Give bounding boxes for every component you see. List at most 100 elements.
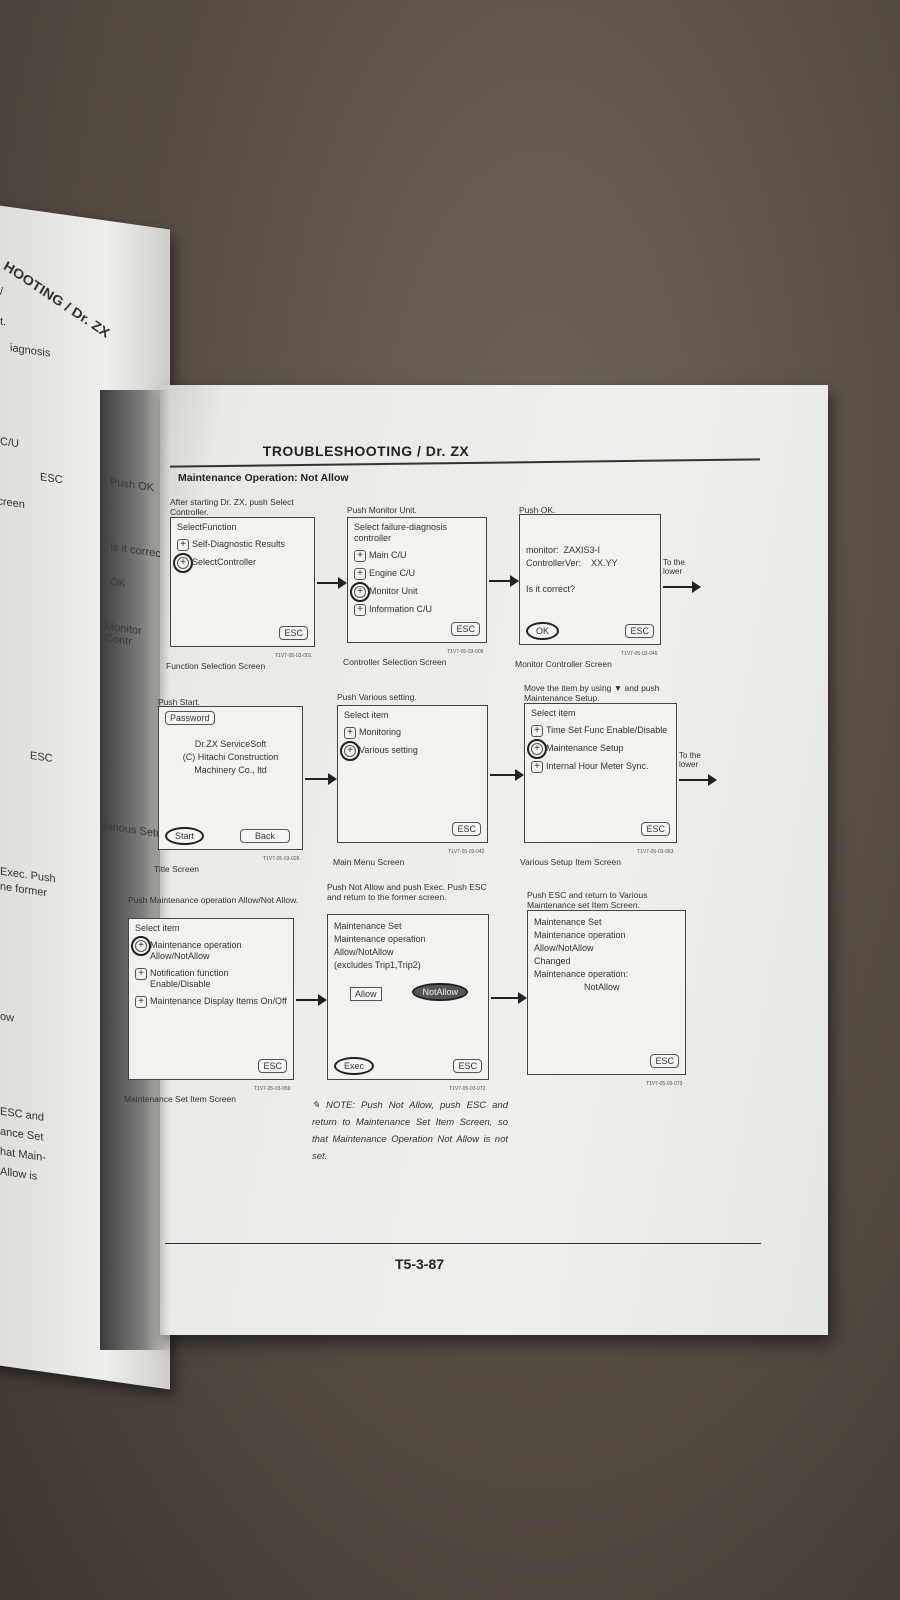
arrow-right-icon bbox=[305, 773, 337, 785]
menu-item[interactable]: +Various setting bbox=[340, 741, 481, 761]
screen-text-line: Changed bbox=[534, 956, 571, 966]
figure-code: T1V7-05-03-069 bbox=[254, 1086, 291, 1092]
screen-text-line: Allow/NotAllow bbox=[334, 947, 394, 957]
left-page-text: ne former bbox=[0, 880, 48, 900]
note: ✎ NOTE: Push Not Allow, push ESC and ret… bbox=[312, 1097, 508, 1165]
menu-item-label: Maintenance Setup bbox=[546, 743, 624, 753]
figure-code: T1V7-05-03-009 bbox=[447, 649, 484, 655]
screen-caption: Monitor Controller Screen bbox=[515, 659, 612, 669]
plus-icon[interactable]: + bbox=[340, 741, 360, 761]
menu-item[interactable]: +Notification function Enable/Disable bbox=[135, 968, 287, 990]
menu-item[interactable]: +SelectController bbox=[173, 553, 308, 573]
esc-button[interactable]: ESC bbox=[625, 624, 654, 638]
menu-item-label: Maintenance operation Allow/NotAllow bbox=[150, 940, 242, 961]
menu-item[interactable]: +Maintenance operation Allow/NotAllow bbox=[131, 936, 287, 962]
panel-instruction: Move the item by using ▼ and push Mainte… bbox=[524, 683, 660, 703]
plus-icon[interactable]: + bbox=[135, 996, 147, 1008]
page-header-title: TROUBLESHOOTING / Dr. ZX bbox=[262, 443, 470, 459]
plus-icon[interactable]: + bbox=[350, 582, 370, 602]
menu-item[interactable]: +Maintenance Display Items On/Off bbox=[135, 996, 287, 1008]
menu-item-label: Various setting bbox=[359, 745, 418, 755]
pencil-icon: ✎ bbox=[312, 1100, 320, 1111]
plus-icon[interactable]: + bbox=[354, 568, 366, 580]
screen-caption: Main Menu Screen bbox=[333, 857, 405, 867]
back-button[interactable]: Back bbox=[239, 829, 290, 843]
figure-code: T1V7-05-03-072 bbox=[449, 1086, 486, 1092]
notallow-button[interactable]: NotAllow bbox=[412, 983, 468, 1001]
menu-item[interactable]: +Self-Diagnostic Results bbox=[177, 539, 308, 551]
to-the-lower-label: To the lower bbox=[679, 751, 701, 769]
plus-icon[interactable]: + bbox=[173, 553, 193, 573]
allow-button[interactable]: Allow bbox=[350, 987, 382, 1001]
menu-item-label: Monitor Unit bbox=[369, 586, 418, 596]
esc-button[interactable]: ESC bbox=[258, 1059, 287, 1073]
esc-button[interactable]: ESC bbox=[451, 622, 480, 636]
left-page-text: t. bbox=[0, 315, 7, 329]
plus-icon[interactable]: + bbox=[354, 550, 366, 562]
screen-text-line: (excludes Trip1,Trip2) bbox=[334, 960, 421, 970]
panel-instruction: Push Not Allow and push Exec. Push ESC a… bbox=[327, 882, 487, 902]
menu-item[interactable]: +Maintenance Setup bbox=[527, 739, 670, 759]
esc-button[interactable]: ESC bbox=[452, 822, 481, 836]
figure-code: T1V7-05-03-063 bbox=[637, 849, 674, 855]
menu-item-label: Monitoring bbox=[359, 727, 402, 737]
screen-text-line: NotAllow bbox=[534, 982, 620, 992]
note-label: NOTE: bbox=[325, 1100, 356, 1111]
esc-button[interactable]: ESC bbox=[641, 822, 670, 836]
menu-item[interactable]: +Monitoring bbox=[344, 727, 481, 739]
panel-instruction: Push Various setting. bbox=[337, 692, 417, 702]
section-title: Maintenance Operation: Not Allow bbox=[178, 472, 349, 484]
screen-text-line: monitor: ZAXIS3-I bbox=[526, 545, 601, 555]
screen-text-line: Maintenance Set bbox=[334, 921, 402, 931]
plus-icon[interactable]: + bbox=[177, 539, 189, 551]
figure-code: T1V7-05-03-001 bbox=[275, 653, 312, 659]
left-page-text: ESC and bbox=[0, 1105, 45, 1124]
arrow-right-icon bbox=[663, 580, 701, 593]
left-page-text: C/U bbox=[0, 435, 19, 451]
left-page-text: iagnosis bbox=[10, 342, 51, 360]
plus-icon[interactable]: + bbox=[354, 604, 366, 616]
menu-item[interactable]: +Main C/U bbox=[354, 550, 480, 562]
panel-instruction: Push OK. bbox=[519, 505, 556, 515]
footer-rule bbox=[165, 1243, 761, 1244]
screen-caption: Maintenance Set Item Screen bbox=[124, 1094, 236, 1104]
figure-code: T1V7-05-03-042 bbox=[448, 849, 485, 855]
start-button[interactable]: Start bbox=[165, 827, 205, 845]
menu-item-label: SelectController bbox=[192, 557, 257, 567]
screen-title: Select failure-diagnosis controller bbox=[354, 522, 448, 543]
left-page-text: ESC bbox=[30, 749, 53, 766]
left-page-text: / bbox=[0, 285, 4, 299]
panel-instruction: Push Monitor Unit. bbox=[347, 505, 417, 515]
screen-caption: Various Setup Item Screen bbox=[520, 857, 621, 867]
plus-icon[interactable]: + bbox=[131, 936, 151, 956]
esc-button[interactable]: ESC bbox=[279, 626, 308, 640]
to-the-lower-label: To the lower bbox=[663, 557, 685, 576]
spine-shadow bbox=[100, 390, 170, 1350]
plus-icon[interactable]: + bbox=[135, 968, 147, 980]
menu-item[interactable]: +Time Set Func Enable/Disable bbox=[531, 725, 670, 737]
plus-icon[interactable]: + bbox=[344, 727, 356, 739]
esc-button[interactable]: ESC bbox=[453, 1059, 482, 1073]
screen-text-line bbox=[526, 571, 654, 582]
menu-item[interactable]: +Monitor Unit bbox=[350, 582, 480, 602]
menu-item[interactable]: +Engine C/U bbox=[354, 568, 480, 580]
menu-item[interactable]: +Internal Hour Meter Sync. bbox=[531, 761, 670, 773]
figure-code: T1V7-05-03-046 bbox=[621, 651, 658, 657]
arrow-right-icon bbox=[679, 774, 717, 786]
plus-icon[interactable]: + bbox=[531, 725, 543, 737]
screen-text-line: Maintenance Set bbox=[534, 917, 602, 927]
panel-instruction: Push Maintenance operation Allow/Not All… bbox=[128, 895, 299, 905]
plus-icon[interactable]: + bbox=[527, 739, 547, 759]
exec-button[interactable]: Exec bbox=[334, 1057, 375, 1075]
esc-button[interactable]: ESC bbox=[650, 1054, 679, 1068]
menu-item[interactable]: +Information C/U bbox=[354, 604, 480, 616]
screen-panel: SelectFunction+Self-Diagnostic Results+S… bbox=[170, 517, 315, 647]
arrow-right-icon bbox=[317, 577, 347, 589]
ok-button[interactable]: OK bbox=[526, 622, 560, 640]
plus-icon[interactable]: + bbox=[531, 761, 543, 773]
screen-panel: Dr.ZX ServiceSoft(C) Hitachi Constructio… bbox=[158, 706, 303, 850]
password-button[interactable]: Password bbox=[165, 711, 215, 725]
